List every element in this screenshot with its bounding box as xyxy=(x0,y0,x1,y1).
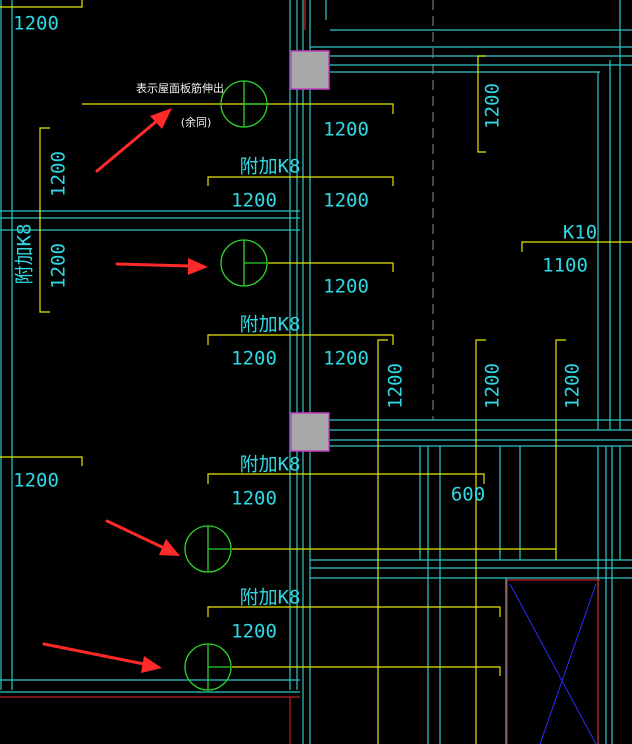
annotation-note: 表示屋面板筋伸出 xyxy=(136,81,224,95)
dimension-label-6: 1200 xyxy=(323,190,369,212)
arrow-1 xyxy=(95,108,172,173)
dimension-label-8: 1200 xyxy=(48,243,70,289)
rebar-tag-3: 附加K8 xyxy=(240,314,301,336)
dimension-label-7: 1100 xyxy=(542,255,588,277)
dimension-label-18: 1200 xyxy=(231,621,277,643)
dimension-label-9: 1200 xyxy=(323,276,369,298)
rebar-tag-5: 附加K8 xyxy=(240,587,301,609)
red-arrows xyxy=(42,108,208,673)
dimension-label-1: 1200 xyxy=(13,13,59,35)
rebar-tag-4: 附加K8 xyxy=(240,454,301,476)
rebar-extension-symbol-2 xyxy=(220,239,268,287)
opening-cross xyxy=(509,583,597,744)
dimension-label-17: 1200 xyxy=(231,488,277,510)
dimension-label-4: 1200 xyxy=(48,151,70,197)
rebar-extension-symbol-1 xyxy=(220,80,268,128)
dimension-label-12: 1200 xyxy=(385,363,407,409)
rebar-extension-symbol-3 xyxy=(184,525,232,573)
arrow-4 xyxy=(42,642,162,673)
dimension-label-3: 1200 xyxy=(482,83,504,129)
annotation-note-sub: (余同) xyxy=(181,115,212,129)
dimension-label-14: 1200 xyxy=(562,363,584,409)
red-lines xyxy=(0,0,600,744)
dimension-label-16: 600 xyxy=(451,484,485,506)
arrow-2 xyxy=(115,258,208,275)
dimension-label-11: 1200 xyxy=(323,348,369,370)
arrow-3 xyxy=(105,519,180,556)
column-top xyxy=(290,50,330,90)
column-middle xyxy=(290,412,330,452)
dimension-label-2: 1200 xyxy=(323,119,369,141)
rebar-tag-6: K10 xyxy=(563,222,597,244)
rebar-tag-1: 附加K8 xyxy=(240,156,301,178)
dimension-label-15: 1200 xyxy=(13,470,59,492)
dimension-label-10: 1200 xyxy=(231,348,277,370)
rebar-symbols xyxy=(184,80,268,691)
dimension-labels: 1200 1200 1200 1200 1200 1200 1100 1200 1200 1200… xyxy=(13,13,588,643)
dimension-label-13: 1200 xyxy=(482,363,504,409)
rebar-extension-symbol-4 xyxy=(184,643,232,691)
dimension-label-5: 1200 xyxy=(231,190,277,212)
rebar-tag-2: 附加K8 xyxy=(14,224,36,285)
